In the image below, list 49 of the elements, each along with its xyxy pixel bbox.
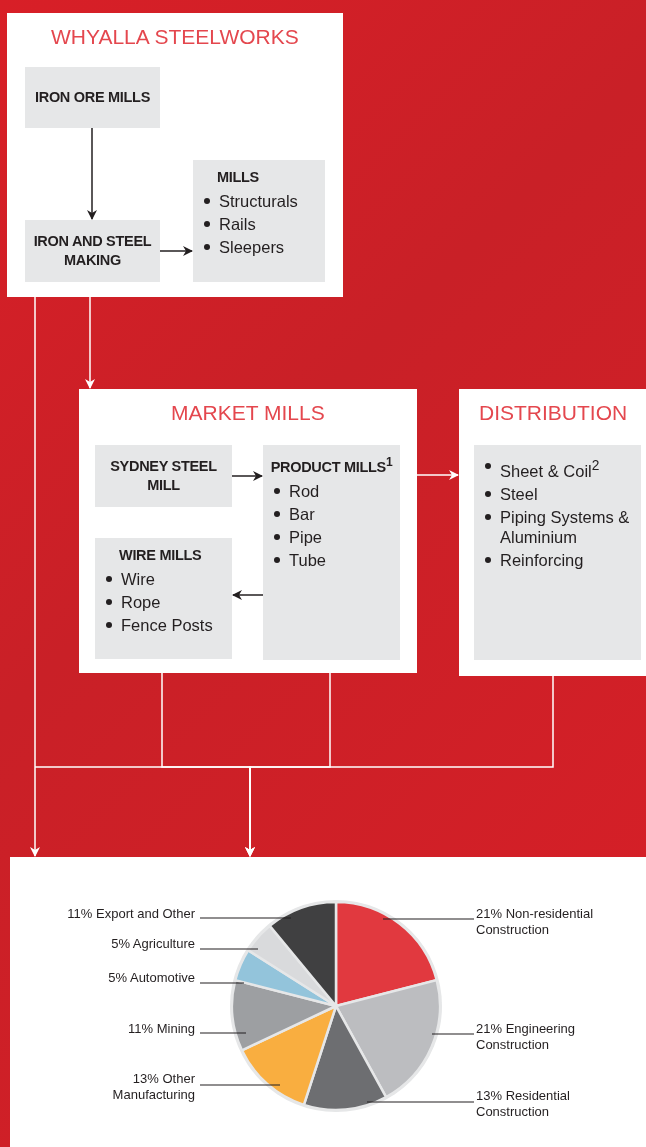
- arrow: [416, 470, 459, 480]
- panel-title: DISTRIBUTION: [479, 401, 628, 425]
- panel: [79, 389, 417, 673]
- list-item: Wire: [101, 569, 226, 589]
- process-box: [95, 538, 232, 659]
- panel: [459, 389, 646, 676]
- slice-label: 5% Automotive: [107, 970, 195, 986]
- list-item: Rails: [199, 214, 319, 234]
- box-heading: IRON AND STEEL MAKING: [32, 232, 153, 270]
- box-heading: SYDNEY STEEL MILL: [109, 457, 218, 495]
- arrow: [159, 246, 193, 256]
- slice-label: 13% Residential Construction: [476, 1088, 571, 1120]
- box-heading: MILLS: [217, 168, 260, 187]
- panel-title: MARKET MILLS: [171, 401, 325, 425]
- chart-panel: [10, 857, 646, 1147]
- list-item: Rod: [269, 480, 394, 501]
- arrow: [85, 296, 95, 389]
- list-item: Structurals: [199, 191, 319, 211]
- process-box: [193, 160, 325, 282]
- list-item: Sleepers: [199, 237, 319, 257]
- process-box: [474, 445, 641, 660]
- process-box: [95, 445, 232, 507]
- arrow: [231, 471, 263, 481]
- process-box: [263, 445, 400, 660]
- list-item: Pipe: [269, 526, 394, 547]
- slice-label: 13% Other Manufacturing: [111, 1071, 195, 1103]
- list-item: Sheet & Coil$^{2}$: [480, 456, 635, 481]
- list-item: Steel: [480, 483, 635, 504]
- process-box: [25, 67, 160, 128]
- box-heading: IRON ORE MILLS: [34, 88, 151, 107]
- arrow: [87, 127, 97, 220]
- list-item: Fence Posts: [101, 615, 226, 635]
- panel: [7, 13, 343, 297]
- box-heading: PRODUCT MILLS$^{1}$: [269, 454, 394, 477]
- list-item: Bar: [269, 503, 394, 524]
- slice-label: 11% Mining: [127, 1021, 195, 1037]
- list-item: Tube: [269, 549, 394, 570]
- panel-title: WHYALLA STEELWORKS: [51, 25, 299, 49]
- process-box: [25, 220, 160, 282]
- slice-label: 5% Agriculture: [110, 936, 195, 952]
- arrow: [232, 590, 264, 600]
- list-item: Rope: [101, 592, 226, 612]
- slice-label: 21% Non-residential Construction: [476, 906, 595, 938]
- list-item: Piping Systems & Aluminium: [480, 506, 635, 547]
- slice-label: 21% Engineering Construction: [476, 1021, 577, 1053]
- list-item: Reinforcing: [480, 549, 635, 570]
- box-heading: WIRE MILLS: [119, 546, 203, 565]
- arrow: [245, 675, 554, 857]
- slice-label: 11% Export and Other: [66, 906, 195, 922]
